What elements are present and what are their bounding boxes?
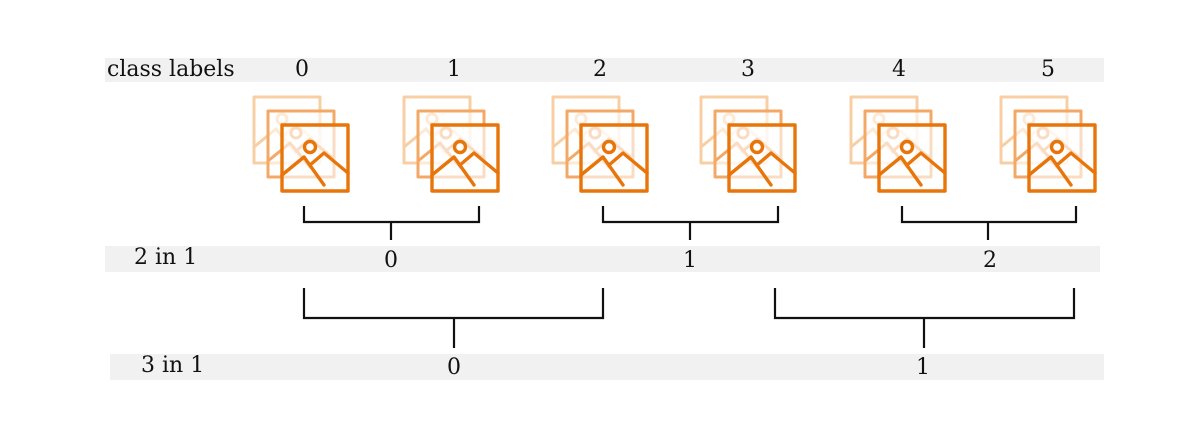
bracket-pair-1 [601,206,780,240]
two-in-one-label-1: 1 [683,248,697,273]
class-label-1: 1 [447,57,461,82]
bracket-pair-0 [302,206,481,240]
class-label-2: 2 [593,57,607,82]
two-in-one-title: 2 in 1 [134,245,198,270]
two-in-one-label-0: 0 [384,248,398,273]
bracket-pair-2 [900,206,1078,240]
class-label-4: 4 [892,57,906,82]
class-label-3: 3 [741,57,755,82]
three-in-one-title: 3 in 1 [141,353,205,378]
bracket-triple-0 [302,288,605,348]
three-in-one-label-0: 0 [447,355,461,380]
three-in-one-band [110,354,1104,380]
class-label-5: 5 [1041,57,1055,82]
class-label-0: 0 [295,57,309,82]
class-labels-band [105,58,1104,82]
two-in-one-band [105,246,1100,272]
bracket-triple-1 [773,288,1076,348]
two-in-one-label-2: 2 [983,248,997,273]
class-labels-title: class labels [107,57,235,82]
three-in-one-label-1: 1 [916,355,930,380]
